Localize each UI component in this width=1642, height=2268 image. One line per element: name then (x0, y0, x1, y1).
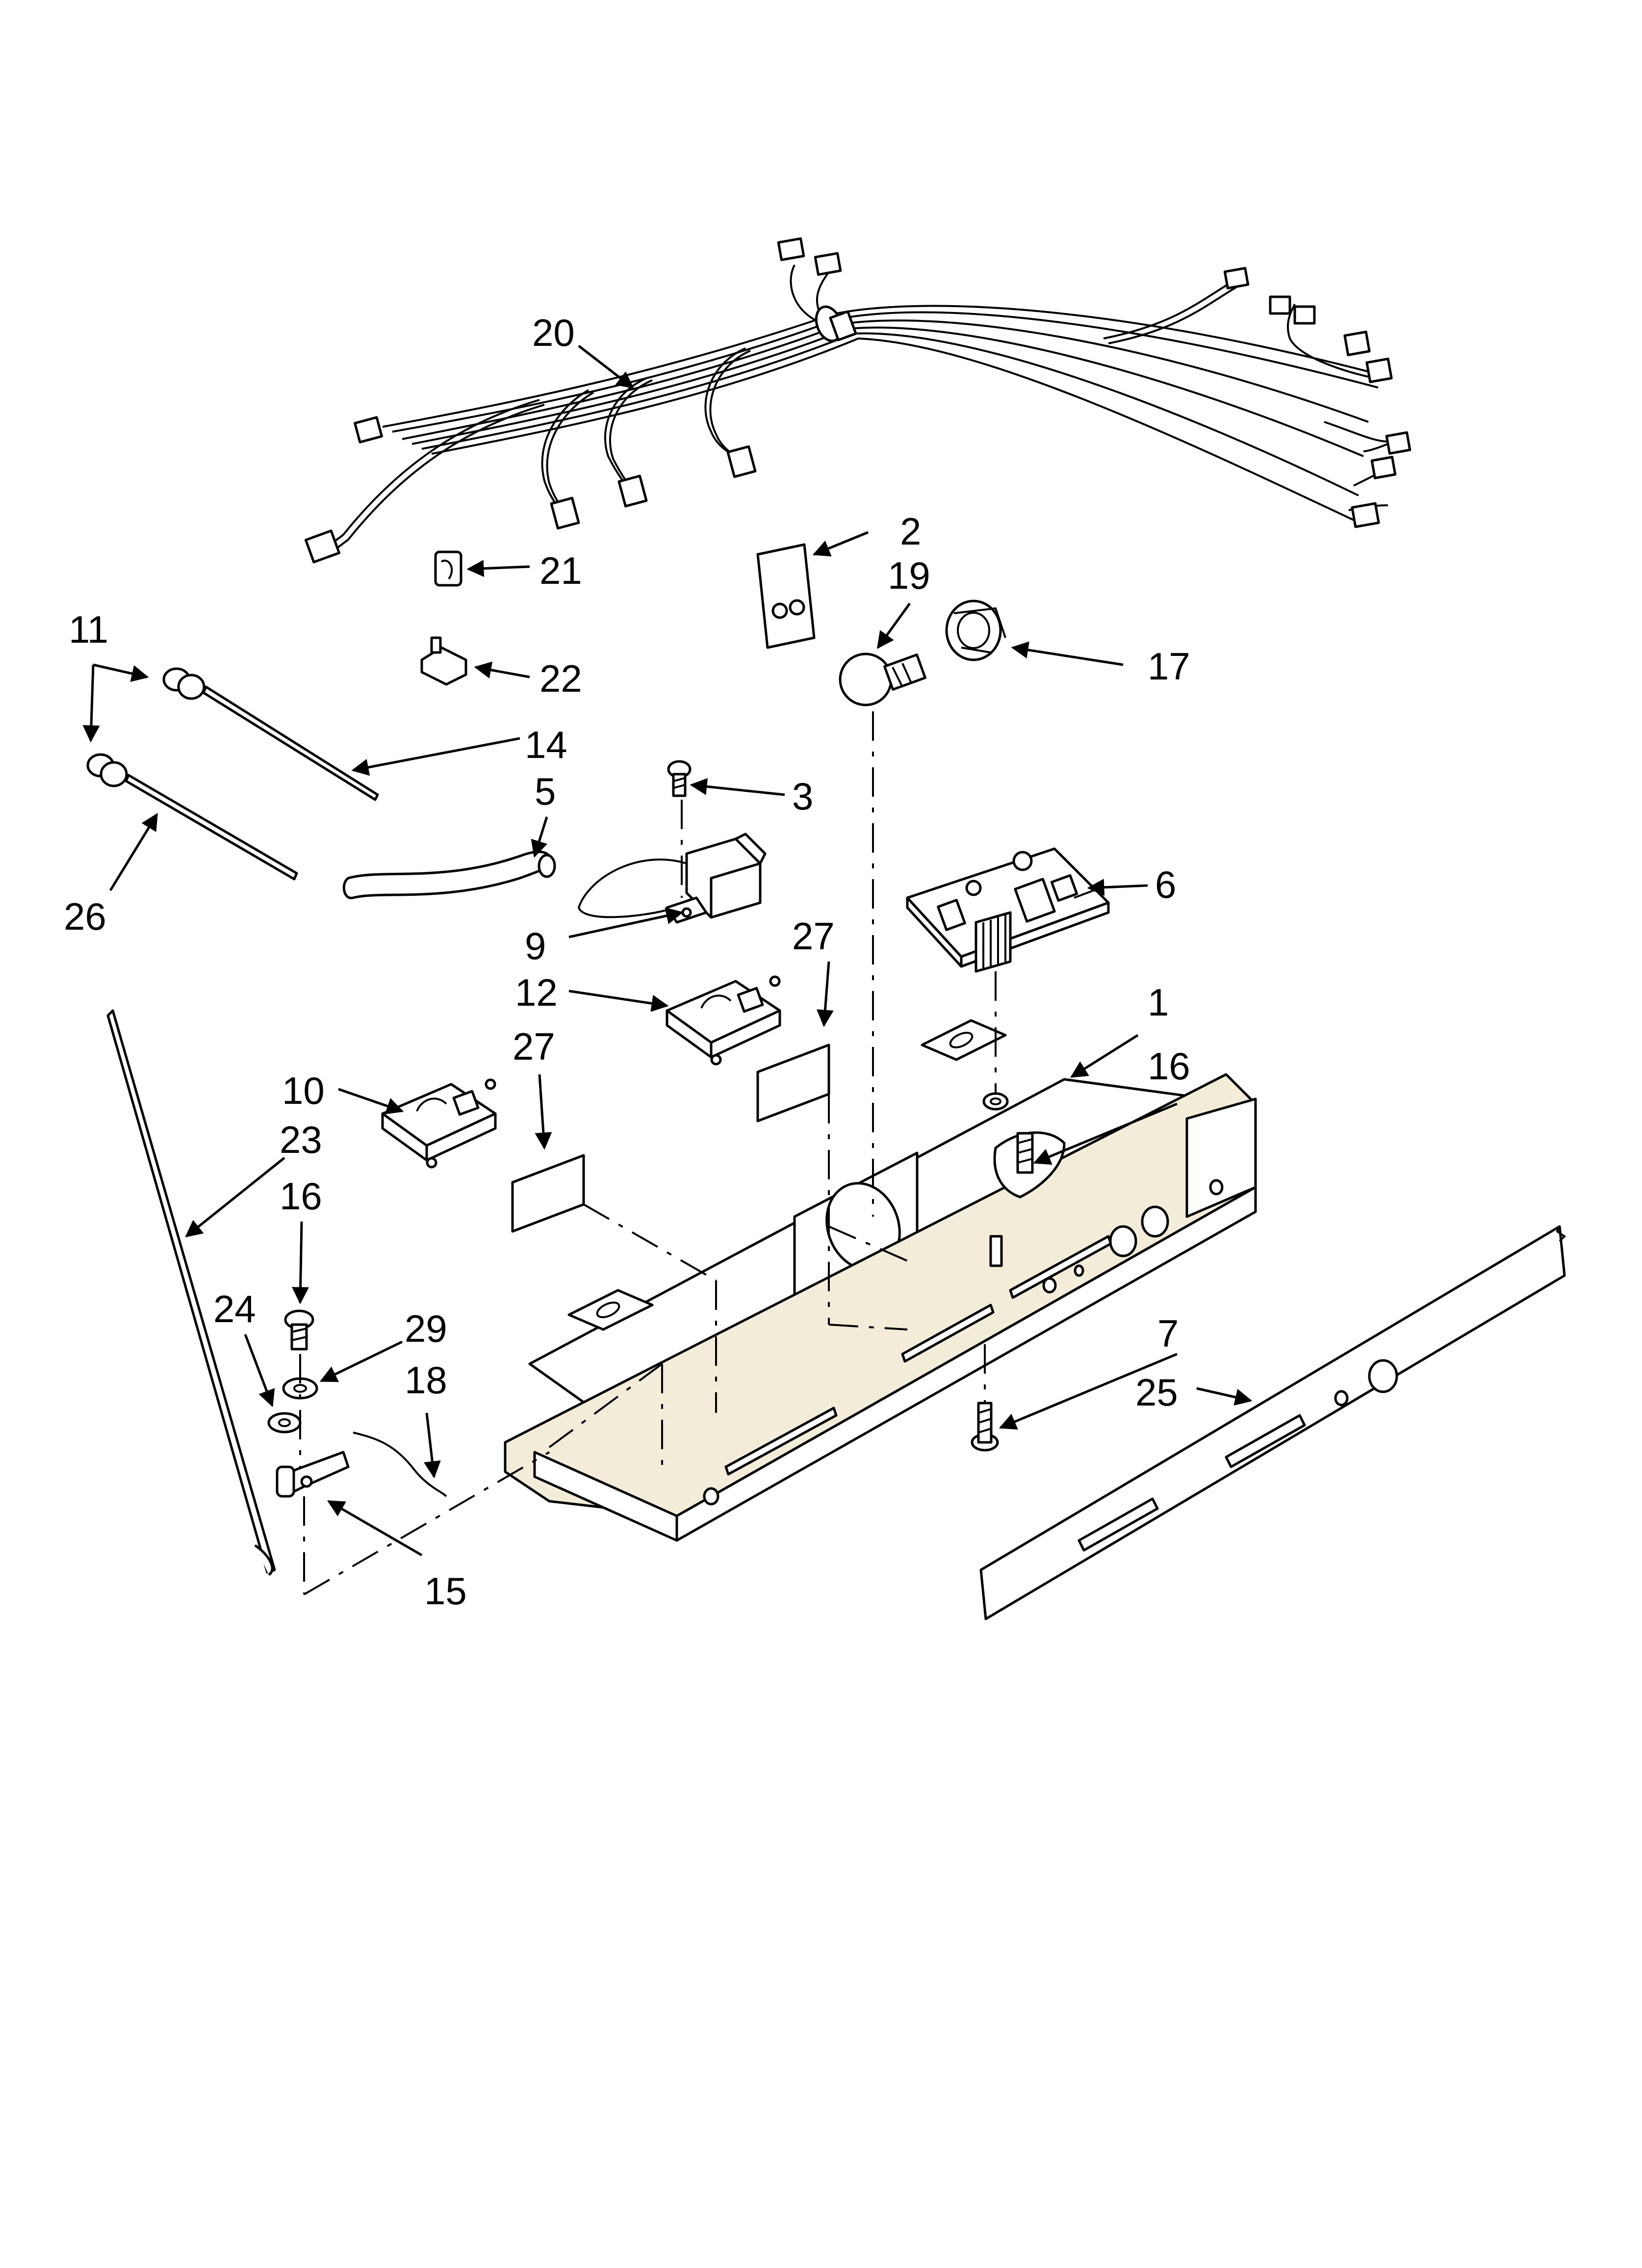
callout-22: 22 (539, 657, 582, 700)
part-5-hose (342, 850, 556, 899)
part-16-screw-lower (284, 1309, 314, 1351)
callout-9: 9 (525, 924, 546, 967)
part-17-lamp-socket (945, 600, 1006, 661)
part-27-label-lower (511, 1154, 585, 1233)
callout-21: 21 (539, 549, 582, 592)
callout-10: 10 (282, 1069, 325, 1112)
callout-18: 18 (405, 1358, 447, 1402)
callout-23: 23 (280, 1118, 322, 1161)
part-1-control-housing (504, 1019, 1257, 1542)
part-9-switch (577, 833, 767, 924)
callout-16-lower: 16 (280, 1174, 322, 1218)
part-15-clip (276, 1451, 350, 1498)
callout-24: 24 (213, 1287, 256, 1330)
callout-27-upper: 27 (792, 914, 835, 958)
part-18-wire (353, 1432, 447, 1497)
callout-11: 11 (69, 608, 108, 651)
callout-29: 29 (405, 1307, 447, 1350)
part-11-grommet-lower (86, 753, 128, 787)
callout-27-lower: 27 (513, 1025, 555, 1068)
callout-6: 6 (1155, 863, 1176, 906)
part-7-screw (971, 1402, 999, 1452)
alignment-lines (299, 711, 997, 1595)
part-14-tube (202, 685, 379, 801)
callout-12: 12 (515, 971, 558, 1014)
part-11-grommet-upper (162, 667, 205, 700)
part-21-clip (434, 550, 462, 587)
part-2-cover-plate (756, 543, 816, 649)
part-27-label-upper (756, 1043, 830, 1122)
callout-5: 5 (535, 770, 556, 813)
callout-16-upper: 16 (1148, 1044, 1190, 1088)
callout-25: 25 (1135, 1371, 1178, 1414)
wire-harness (304, 237, 1411, 564)
part-16-bracket-screw (993, 1131, 1066, 1199)
callout-7: 7 (1157, 1312, 1179, 1355)
part-12-bracket (666, 975, 781, 1066)
part-26-tube (125, 774, 298, 881)
part-22-bracket (420, 636, 467, 686)
part-23-rod (106, 1009, 276, 1576)
callout-15: 15 (424, 1569, 467, 1613)
callout-1: 1 (1148, 981, 1169, 1024)
part-6-control-board (906, 847, 1110, 973)
leader-arrows (82, 345, 1253, 1557)
callout-2: 2 (900, 510, 921, 553)
callout-3: 3 (792, 775, 813, 818)
callout-20: 20 (532, 311, 575, 354)
part-19-light-bulb (839, 652, 926, 706)
callout-19: 19 (888, 554, 930, 597)
part-25-trim-panel (979, 1225, 1566, 1620)
callout-14: 14 (525, 723, 567, 766)
part-24-washer (267, 1412, 302, 1434)
part-10-bracket (381, 1078, 497, 1169)
callout-labels: 20 21 2 19 17 11 22 14 3 5 26 6 9 27 12 … (64, 311, 1190, 1613)
part-3-screw (667, 760, 692, 797)
callout-17: 17 (1148, 645, 1190, 688)
callout-26: 26 (64, 895, 106, 938)
